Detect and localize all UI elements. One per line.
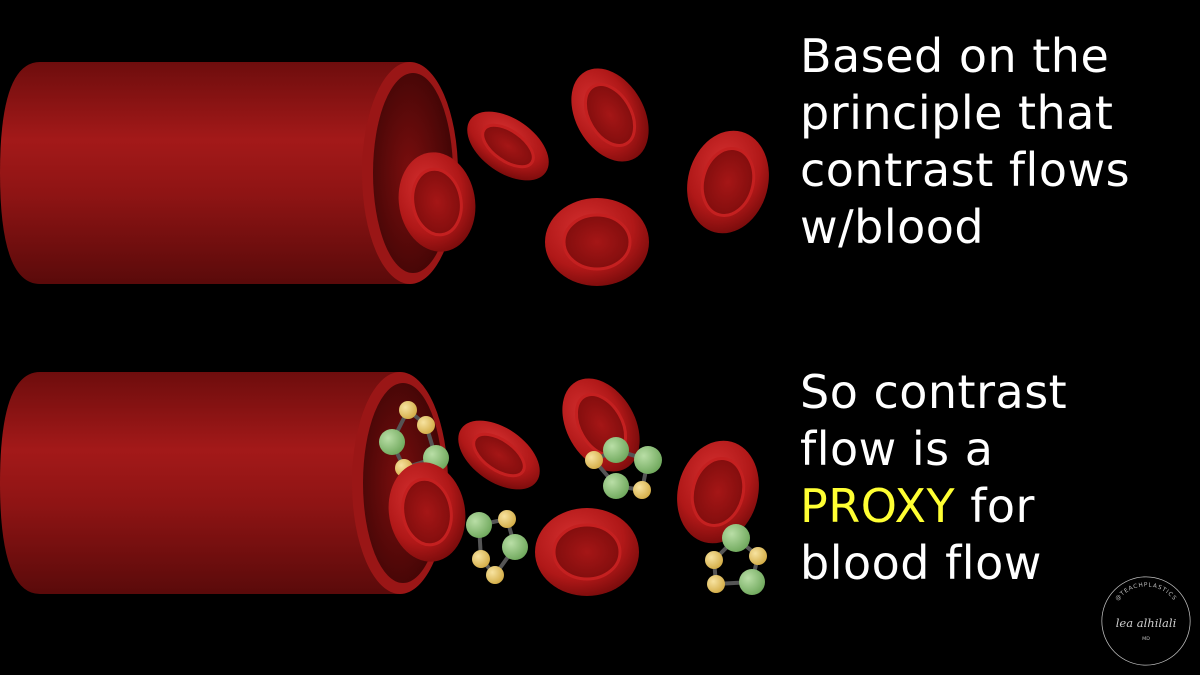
contrast-molecules-front	[466, 437, 767, 595]
red-blood-cell	[571, 68, 649, 162]
red-blood-cell	[535, 508, 639, 596]
red-blood-cell	[398, 152, 476, 252]
signature-logo: @TEACHPLASTICS lea alhilali MD	[1101, 576, 1191, 666]
signature-suffix: MD	[1142, 636, 1150, 642]
vessel-top	[0, 62, 458, 284]
red-blood-cell	[388, 462, 466, 562]
contrast-molecule	[585, 437, 662, 499]
proxy-highlight: PROXY	[800, 479, 956, 533]
red-blood-cell	[467, 111, 549, 181]
statement-line: contrast flows	[800, 143, 1131, 197]
bottom-statement: So contrast flow is a PROXY for blood fl…	[800, 364, 1067, 592]
statement-line: w/blood	[800, 200, 985, 254]
statement-line: flow is a	[800, 422, 994, 476]
signature-ring-text: @TEACHPLASTICS	[1115, 582, 1177, 602]
contrast-molecule	[379, 401, 449, 477]
statement-line-rest: for	[955, 479, 1035, 533]
red-blood-cell	[545, 198, 649, 286]
signature-name: lea alhilali	[1116, 616, 1177, 630]
red-blood-cell	[687, 130, 769, 234]
statement-line-proxy: PROXY for	[800, 478, 1067, 535]
statement-line: Based on the	[800, 29, 1110, 83]
contrast-molecule	[466, 510, 528, 584]
contrast-molecules	[379, 401, 449, 477]
rbc-group-top	[398, 68, 769, 286]
vessel-bottom	[0, 372, 448, 594]
statement-line: So contrast	[800, 365, 1068, 419]
statement-line: blood flow	[800, 536, 1042, 590]
top-statement: Based on the principle that contrast flo…	[800, 28, 1130, 256]
contrast-molecule	[705, 524, 767, 595]
svg-text:@TEACHPLASTICS: @TEACHPLASTICS	[1115, 582, 1178, 602]
red-blood-cell	[677, 440, 759, 544]
red-blood-cell	[458, 420, 540, 490]
statement-line: principle that	[800, 86, 1114, 140]
